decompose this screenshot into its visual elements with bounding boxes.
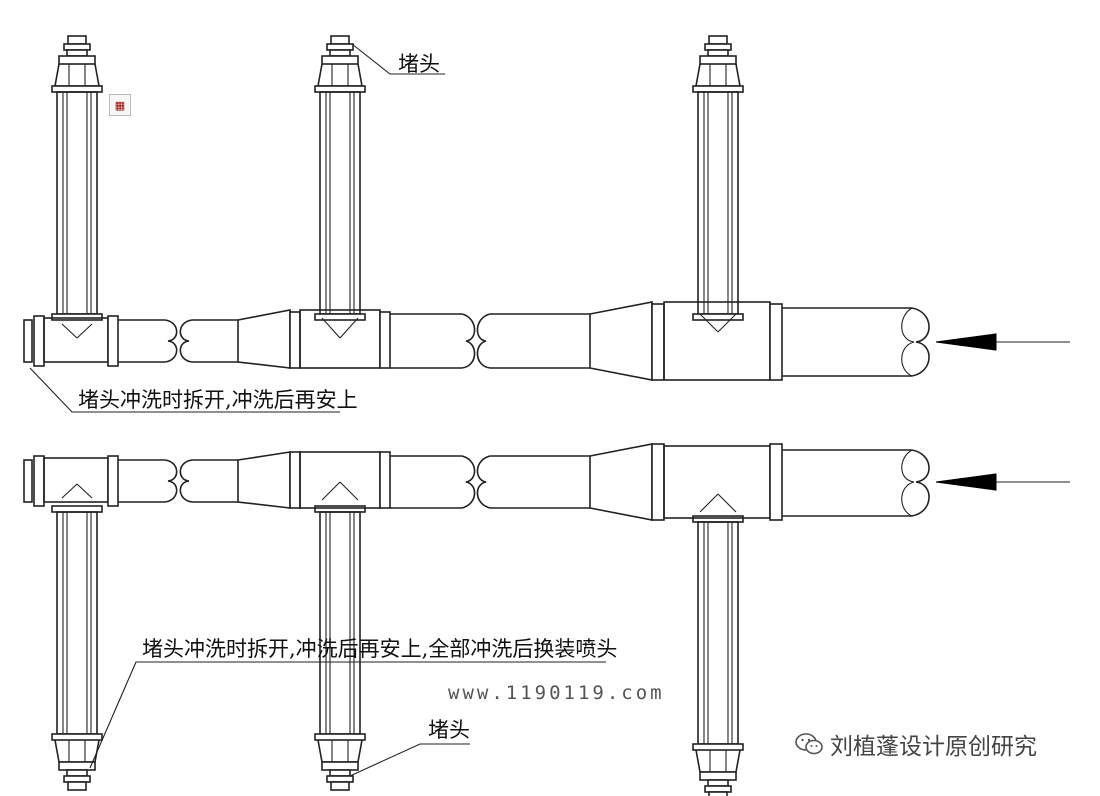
- riser-bottom-1: [51, 505, 103, 791]
- flush-note-top: 堵头冲洗时拆开,冲洗后再安上: [78, 388, 358, 412]
- riser-bottom-3: [692, 515, 744, 796]
- plug-label-top: 堵头: [398, 52, 440, 76]
- wechat-icon: [795, 733, 823, 755]
- site-watermark: www.1190119.com: [448, 682, 665, 704]
- end-plug-bottom: [23, 459, 33, 503]
- plug-label-bottom: 堵头: [428, 718, 470, 742]
- embedded-object-icon: ▦: [109, 94, 131, 116]
- bottom-assembly: [23, 443, 1070, 796]
- end-plug-top: [23, 319, 33, 363]
- flow-arrow-bottom: [935, 473, 997, 491]
- flow-arrow-top: [935, 333, 997, 351]
- riser-top-2: [314, 35, 366, 321]
- riser-top-3: [692, 35, 744, 321]
- top-assembly: [23, 35, 1070, 381]
- riser-top-1: [51, 35, 103, 321]
- brand-signature: 刘植蓬设计原创研究: [794, 727, 1037, 761]
- leader-lines: [29, 43, 606, 777]
- brand-text: 刘植蓬设计原创研究: [830, 734, 1037, 760]
- flush-note-bottom: 堵头冲洗时拆开,冲洗后再安上,全部冲洗后换装喷头: [142, 637, 618, 661]
